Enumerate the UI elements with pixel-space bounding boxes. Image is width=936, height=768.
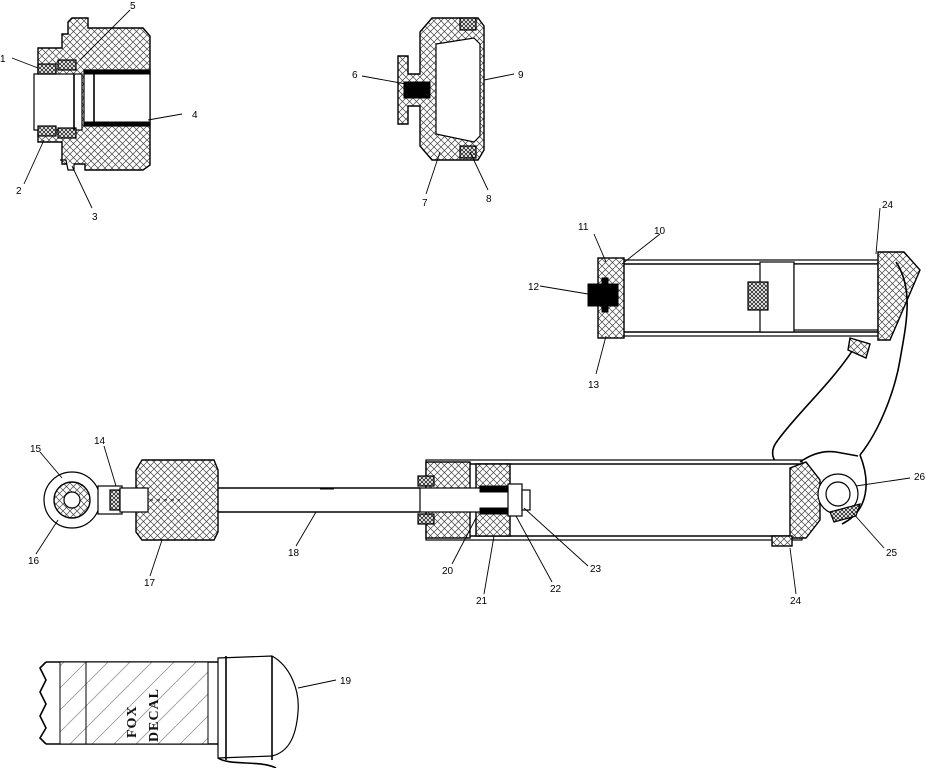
callout-5: 5 [130, 1, 136, 12]
callout-20: 20 [442, 566, 454, 577]
callout-6: 6 [352, 70, 358, 81]
callout-labels: 1 2 3 4 5 6 7 8 9 10 11 12 13 14 15 16 1… [0, 1, 926, 687]
decal-detail: FOX DECAL [38, 655, 299, 768]
callout-22: 22 [550, 584, 562, 595]
callout-21: 21 [476, 596, 488, 607]
callout-10: 10 [654, 226, 666, 237]
callout-7: 7 [422, 198, 428, 209]
valve-piston-assembly [397, 17, 485, 161]
callout-4: 4 [192, 110, 198, 121]
callout-17: 17 [144, 578, 156, 589]
callout-1: 1 [0, 54, 6, 65]
callout-14: 14 [94, 436, 106, 447]
callout-23: 23 [590, 564, 602, 575]
callout-15: 15 [30, 444, 42, 455]
decal-text-fox: FOX [125, 705, 140, 738]
callout-9: 9 [518, 70, 524, 81]
callout-13: 13 [588, 380, 600, 391]
callout-12: 12 [528, 282, 540, 293]
mounting-link [771, 261, 908, 525]
main-shock-body [43, 450, 861, 547]
decal-text-decal: DECAL [147, 688, 162, 742]
callout-8: 8 [486, 194, 492, 205]
reservoir-cap-assembly [33, 17, 151, 171]
callout-24-bottom: 24 [790, 596, 802, 607]
callout-11: 11 [578, 222, 589, 233]
callout-26: 26 [914, 472, 926, 483]
callout-19: 19 [340, 676, 352, 687]
leader-lines [11, 9, 911, 689]
reservoir-body [587, 251, 921, 341]
callout-18: 18 [288, 548, 300, 559]
callout-25: 25 [886, 548, 898, 559]
callout-24-top: 24 [882, 200, 894, 211]
callout-2: 2 [16, 186, 22, 197]
callout-3: 3 [92, 212, 98, 223]
callout-16: 16 [28, 556, 40, 567]
